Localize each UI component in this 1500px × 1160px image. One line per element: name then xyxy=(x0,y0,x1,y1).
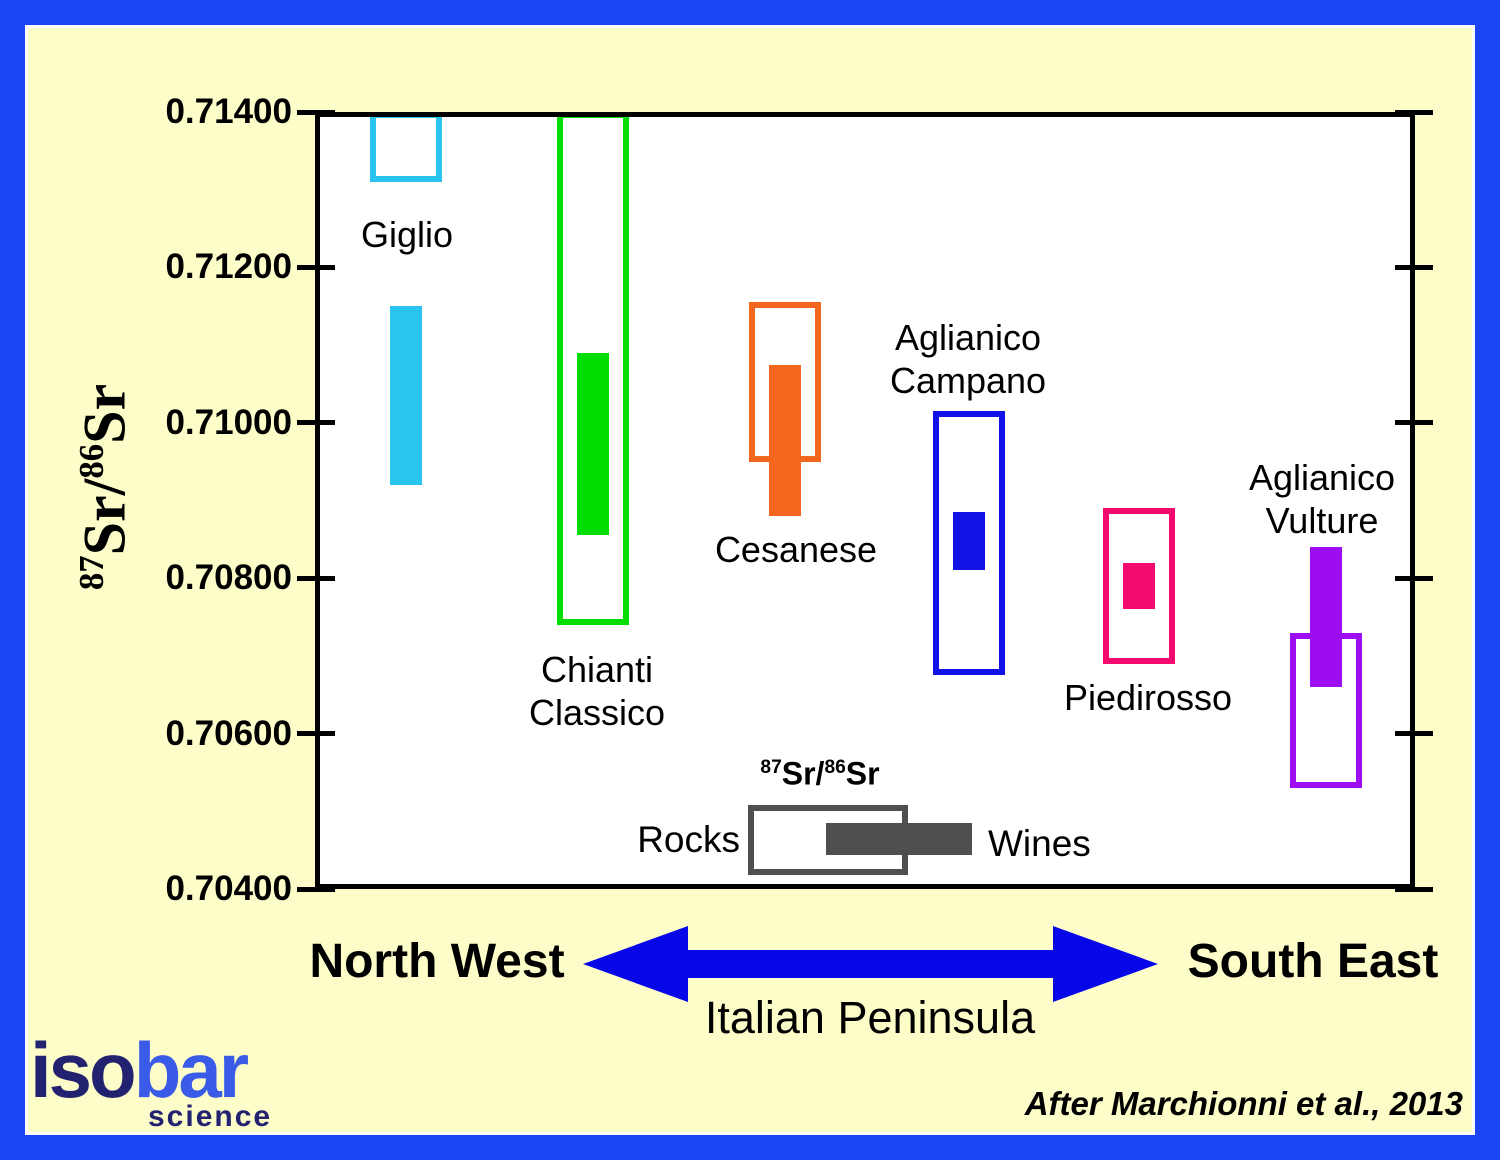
plot-frame xyxy=(315,112,1415,889)
legend-title: 87Sr/86Sr xyxy=(700,746,940,792)
isotope-text: Sr xyxy=(845,755,880,792)
attribution-text: After Marchionni et al., 2013 xyxy=(1024,1085,1463,1122)
south-east-label: South East xyxy=(1187,935,1439,988)
isotope-superscript: 87 xyxy=(760,757,782,778)
legend-rocks-label: Rocks xyxy=(637,819,740,860)
isobar-logo: isobar science xyxy=(30,1031,273,1133)
isotope-text: Sr/ xyxy=(781,755,825,792)
north-west-label: North West xyxy=(309,935,565,988)
logo-science-text: science xyxy=(148,1100,273,1133)
isotope-superscript: 86 xyxy=(824,757,846,778)
legend-wines-label: Wines xyxy=(988,823,1091,864)
logo-bar-text: bar xyxy=(133,1026,249,1114)
logo-iso-text: iso xyxy=(30,1026,137,1114)
plot-area xyxy=(315,112,1415,889)
double-arrow-icon xyxy=(583,926,1158,1002)
logo-wordmark: isobar xyxy=(30,1031,272,1109)
italian-peninsula-label: Italian Peninsula xyxy=(704,992,1036,1043)
legend-wines-box xyxy=(826,823,972,855)
